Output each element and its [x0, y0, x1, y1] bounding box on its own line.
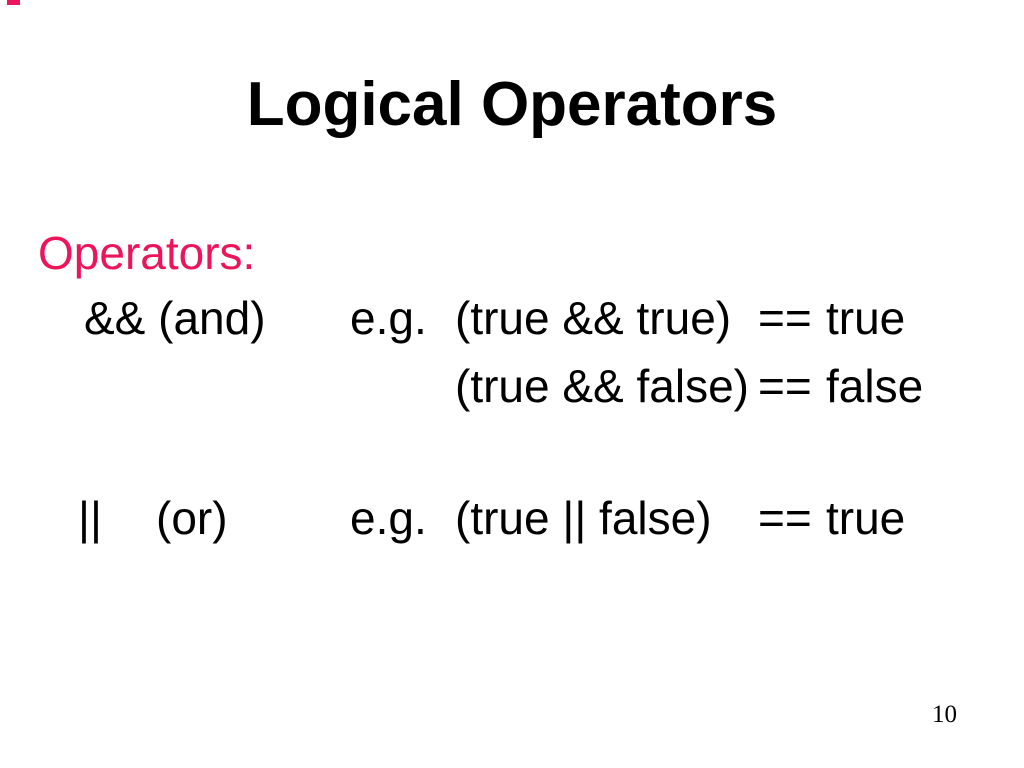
page-number: 10	[932, 701, 957, 728]
result-true: true	[826, 292, 906, 344]
operators-label: Operators:	[38, 227, 256, 279]
expression-true-and-true: (true && true)	[455, 292, 732, 344]
slide-title: Logical Operators	[246, 70, 778, 139]
and-operator-label: && (and)	[84, 292, 266, 344]
eg-label: e.g.	[350, 292, 427, 344]
corner-accent-mark	[7, 0, 20, 5]
result-false: false	[826, 360, 924, 412]
equals-sign: ==	[758, 492, 812, 544]
expression-true-and-false: (true && false)	[455, 360, 749, 412]
equals-sign: ==	[758, 292, 812, 344]
equals-sign: ==	[758, 360, 812, 412]
eg-label: e.g.	[350, 492, 427, 544]
or-operator-label: ||	[78, 492, 102, 544]
result-true: true	[826, 492, 906, 544]
or-word-label: (or)	[156, 492, 228, 544]
expression-true-or-false: (true || false)	[455, 492, 712, 544]
